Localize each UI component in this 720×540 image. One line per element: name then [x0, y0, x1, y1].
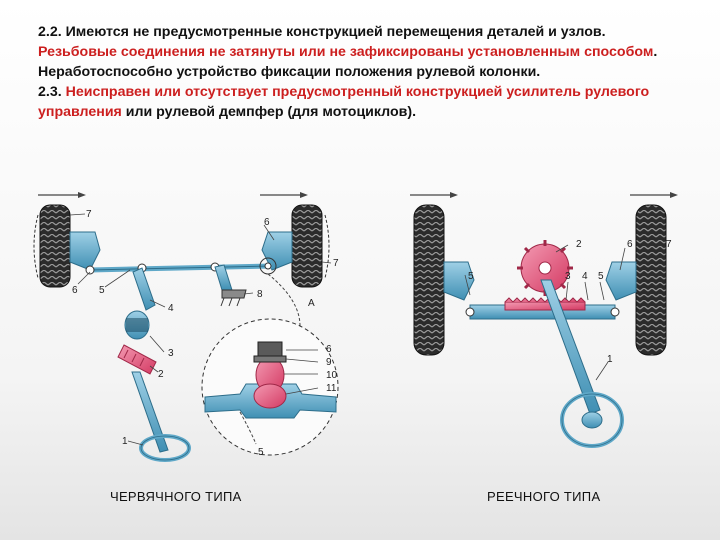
- label-8: 8: [257, 289, 263, 300]
- caption-worm-type: ЧЕРВЯЧНОГО ТИПА: [110, 489, 242, 504]
- rack-steering-diagram: 2 6 7 5 3 4 5 1: [410, 192, 678, 448]
- label-detail-11: 11: [326, 383, 337, 394]
- label-r-5-left: 5: [468, 271, 474, 282]
- label-r-1: 1: [607, 354, 613, 365]
- item-2-3-rest: или рулевой демпфер (для мотоциклов).: [121, 104, 417, 120]
- label-detail-10: 10: [326, 370, 338, 381]
- text-block: 2.2. Имеются не предусмотренные конструк…: [38, 22, 698, 122]
- item-2-2-rest: . Неработоспособно устройство фиксации п…: [38, 44, 658, 80]
- worm-steering-diagram: 7 6 5 4 6 7 8 А 3 2 1 6 9 10 11 5: [33, 192, 339, 462]
- label-6-right: 6: [264, 217, 270, 228]
- label-r-7: 7: [666, 239, 672, 250]
- label-6-left: 6: [72, 285, 78, 296]
- label-1: 1: [122, 436, 128, 447]
- item-2-2: 2.2. Имеются не предусмотренные конструк…: [38, 24, 606, 40]
- label-2: 2: [158, 369, 164, 380]
- label-5-left: 5: [99, 285, 105, 296]
- item-2-3-red: Неисправен или отсутствует предусмотренн…: [38, 84, 650, 120]
- label-detail-6: 6: [326, 344, 332, 355]
- item-2-3-num: 2.3.: [38, 84, 66, 100]
- item-2-2-red: Резьбовые соединения не затянуты или не …: [38, 44, 654, 60]
- label-r-6: 6: [627, 239, 633, 250]
- caption-rack-type: РЕЕЧНОГО ТИПА: [487, 489, 601, 504]
- label-4: 4: [168, 303, 174, 314]
- label-r-2: 2: [576, 239, 582, 250]
- label-r-4: 4: [582, 271, 588, 282]
- label-3: 3: [168, 348, 174, 359]
- label-detail-9: 9: [326, 357, 332, 368]
- label-7-left: 7: [86, 209, 92, 220]
- label-r-3: 3: [565, 271, 571, 282]
- label-detail-5: 5: [258, 447, 264, 458]
- label-a: А: [308, 298, 315, 309]
- label-7-right: 7: [333, 258, 339, 269]
- label-r-5: 5: [598, 271, 604, 282]
